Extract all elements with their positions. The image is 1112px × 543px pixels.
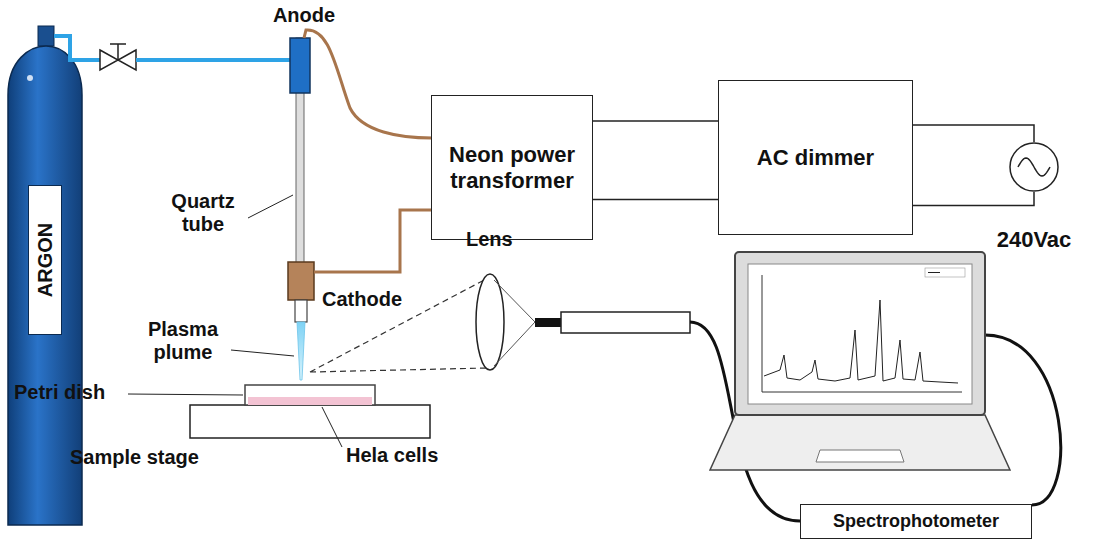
leader-line	[322, 407, 342, 447]
plot-axes	[762, 275, 962, 392]
ac-source-symbol	[1008, 141, 1060, 193]
instrument-box: Spectrophotometer	[800, 504, 1032, 539]
ac-source: 240Vac	[1008, 141, 1060, 193]
gas-line	[136, 58, 290, 62]
leader-line	[231, 350, 294, 356]
anode-holder	[290, 38, 310, 93]
plot-legend-box	[925, 268, 965, 277]
cathode-holder	[288, 262, 314, 300]
cylinder-highlight	[27, 75, 33, 81]
process-box: AC dimmer	[718, 80, 913, 235]
fiber-connector	[561, 312, 690, 333]
hela-cell-layer	[248, 397, 372, 405]
leader-line	[128, 394, 243, 395]
wire	[913, 125, 1034, 142]
fiber-tip	[535, 318, 561, 327]
valve-handle	[110, 44, 126, 60]
part-label: Petri dish	[14, 381, 105, 404]
node-text: AC dimmer	[749, 145, 882, 170]
cathode-wire	[314, 210, 432, 272]
laptop-base	[710, 415, 1010, 470]
nozzle	[295, 300, 307, 322]
part-label: Sample stage	[70, 446, 199, 469]
part-label: Lens	[466, 228, 513, 251]
anode-wire	[304, 30, 432, 138]
node-text: ARGON	[34, 223, 57, 297]
part-label: Quartz tube	[160, 190, 246, 236]
voltage-label: 240Vac	[997, 227, 1072, 252]
petri-dish	[245, 385, 375, 405]
source-circle	[1010, 143, 1058, 191]
sine-wave	[1018, 158, 1050, 176]
spectrum-trace	[764, 300, 958, 383]
lens-symbol	[476, 274, 504, 370]
node-text: Spectrophotometer	[825, 511, 1007, 532]
part-label: Plasma plume	[136, 318, 230, 364]
screen-area	[748, 264, 972, 404]
cylinder-neck	[38, 26, 54, 46]
node-text: Neon power transformer	[432, 142, 592, 193]
plot-legend-line	[928, 272, 940, 273]
touchpad	[816, 450, 904, 462]
laptop-screen	[735, 252, 985, 415]
cylinder-label: ARGON	[28, 185, 62, 335]
part-label: Anode	[268, 4, 340, 27]
wire	[593, 120, 718, 122]
part-label: Cathode	[322, 288, 402, 311]
plasma-plume	[297, 322, 305, 380]
data-cable	[985, 335, 1061, 505]
light-cone	[310, 278, 488, 372]
sample-stage	[190, 405, 430, 438]
part-label: Hela cells	[346, 444, 438, 467]
wire	[593, 199, 718, 201]
leader-line	[248, 195, 293, 218]
gas-line	[54, 36, 100, 60]
wire	[913, 192, 1034, 206]
focus-lines	[494, 280, 535, 366]
process-box: Neon power transformer	[431, 95, 593, 240]
